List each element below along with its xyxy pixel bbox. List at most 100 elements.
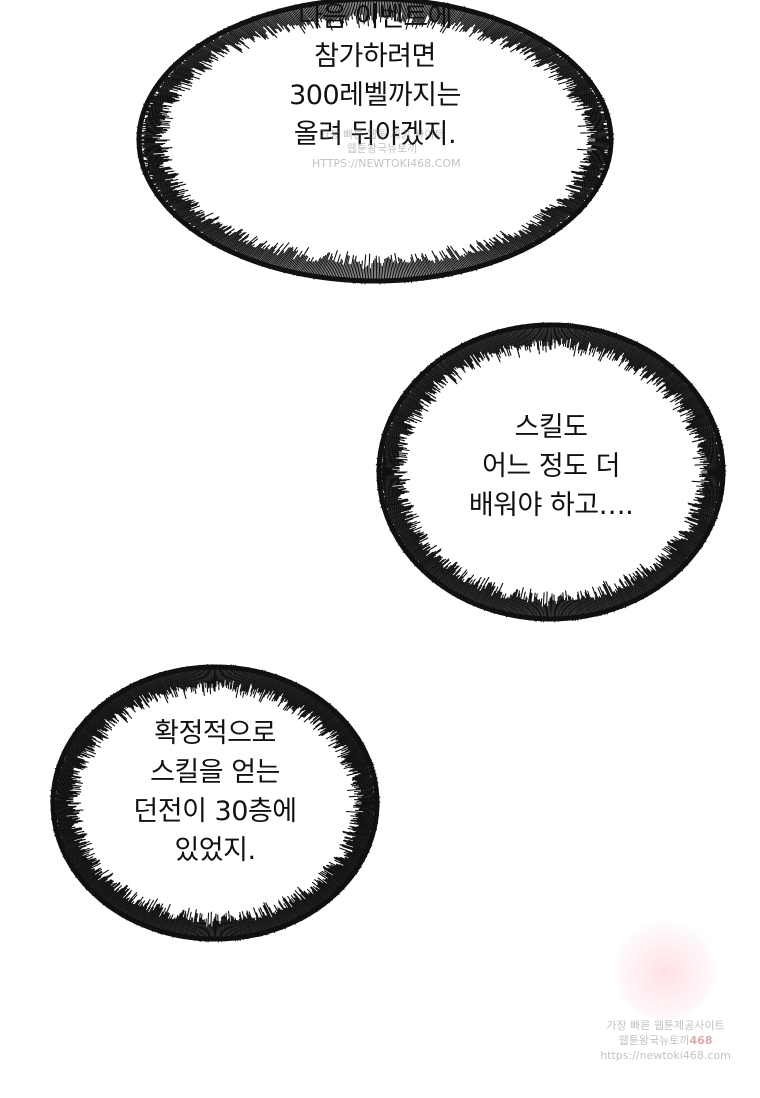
bubble-bristle: [533, 593, 538, 618]
bubble-bristle: [584, 118, 612, 122]
bubble-bristle: [392, 518, 414, 527]
bubble-bristle: [445, 254, 457, 273]
bubble-bristle: [382, 450, 408, 455]
bubble-bristle: [144, 112, 162, 116]
bubble-bristle: [333, 0, 342, 25]
bubble-bristle: [587, 593, 595, 616]
bubble-bristle: [676, 549, 691, 560]
bubble-bristle: [704, 452, 724, 456]
bubble-bristle: [403, 0, 410, 23]
bubble-bristle: [539, 212, 561, 223]
bubble-bristle: [221, 916, 224, 941]
bubble-bristle: [600, 333, 609, 352]
bubble-bristle: [76, 866, 93, 876]
bubble-bristle: [578, 167, 605, 172]
bubble-bristle: [438, 6, 450, 25]
bubble-bristle: [488, 336, 501, 363]
bubble-bristle: [464, 14, 479, 32]
bubble-bristle: [491, 332, 502, 355]
bubble-bristle: [61, 833, 77, 838]
bubble-bristle: [230, 921, 234, 938]
bubble-bristle: [144, 105, 163, 110]
bubble-bristle: [158, 188, 176, 194]
bubble-bristle: [346, 738, 362, 746]
bubble-bristle: [353, 806, 379, 809]
bubble-bristle: [64, 754, 89, 763]
bubble-bristle: [221, 667, 224, 687]
bubble-bristle: [598, 333, 607, 352]
bubble-bristle: [234, 26, 250, 39]
bubble-bristle: [353, 804, 380, 807]
bubble-bristle: [269, 676, 280, 696]
bubble-bristle: [690, 402, 706, 410]
bubble-bristle: [628, 573, 645, 594]
bubble-bristle: [357, 767, 375, 772]
bubble-bristle: [694, 427, 716, 435]
bubble-bristle: [69, 740, 94, 752]
bubble-bristle: [550, 216, 566, 224]
bubble-bristle: [686, 418, 711, 428]
bubble-bristle: [194, 218, 211, 227]
bubble-bristle: [134, 902, 150, 925]
bubble-bristle: [182, 217, 201, 226]
bubble-bristle: [273, 680, 282, 695]
bubble-bristle: [281, 683, 295, 704]
bubble-bristle: [149, 907, 163, 931]
bubble-bristle: [584, 329, 592, 351]
bubble-bristle: [341, 737, 360, 747]
bubble-bristle: [501, 24, 519, 38]
bubble-bristle: [136, 909, 147, 926]
bubble-bristle: [352, 772, 376, 779]
bubble-bristle: [584, 109, 609, 114]
bubble-bristle: [207, 664, 210, 688]
bubble-bristle: [436, 564, 457, 585]
bubble-bristle: [409, 383, 431, 398]
bubble-bristle: [437, 6, 448, 25]
bubble-bristle: [647, 576, 660, 590]
bubble-bristle: [694, 463, 721, 466]
bubble-bristle: [169, 674, 179, 697]
bubble-bristle: [682, 390, 697, 399]
bubble-bristle: [633, 350, 650, 370]
bubble-bristle: [322, 253, 333, 278]
bubble-bristle: [96, 707, 116, 723]
bubble-bristle: [67, 847, 90, 857]
bubble-bristle: [359, 0, 363, 15]
bubble-bristle: [331, 254, 341, 281]
bubble-bristle: [416, 0, 426, 23]
bubble-bristle: [194, 667, 198, 686]
bubble-bristle: [379, 460, 407, 463]
bubble-bristle: [568, 197, 585, 203]
bubble-bristle: [83, 726, 104, 738]
bubble-bristle: [582, 176, 602, 181]
bubble-bristle: [432, 368, 447, 381]
bubble-bristle: [182, 919, 189, 939]
bubble-bristle: [583, 153, 612, 157]
bubble-bristle: [491, 245, 508, 260]
bubble-bristle: [82, 728, 104, 741]
bubble-bristle: [651, 360, 667, 375]
bubble-bristle: [77, 726, 94, 737]
bubble-bristle: [322, 4, 333, 31]
bubble-bristle: [569, 186, 596, 194]
bubble-bristle: [58, 760, 86, 769]
bubble-bristle: [137, 685, 150, 703]
bubble-bristle: [147, 904, 161, 928]
bubble-bristle: [378, 485, 404, 490]
bubble-bristle: [556, 73, 579, 82]
bubble-bristle: [381, 480, 407, 483]
bubble-bristle: [315, 887, 331, 900]
bubble-bristle: [280, 681, 290, 697]
bubble-bristle: [573, 85, 597, 93]
bubble-bristle: [192, 53, 212, 64]
bubble-bristle: [52, 812, 80, 816]
bubble-bristle: [246, 918, 253, 937]
bubble-bristle: [383, 262, 386, 284]
bubble-bristle: [248, 914, 256, 936]
bubble-bristle: [545, 322, 548, 346]
bubble-bristle: [655, 558, 673, 574]
bubble-bristle: [508, 241, 524, 254]
bubble-bristle: [400, 258, 407, 281]
bubble-bristle: [624, 581, 636, 598]
bubble-bristle: [219, 664, 222, 683]
